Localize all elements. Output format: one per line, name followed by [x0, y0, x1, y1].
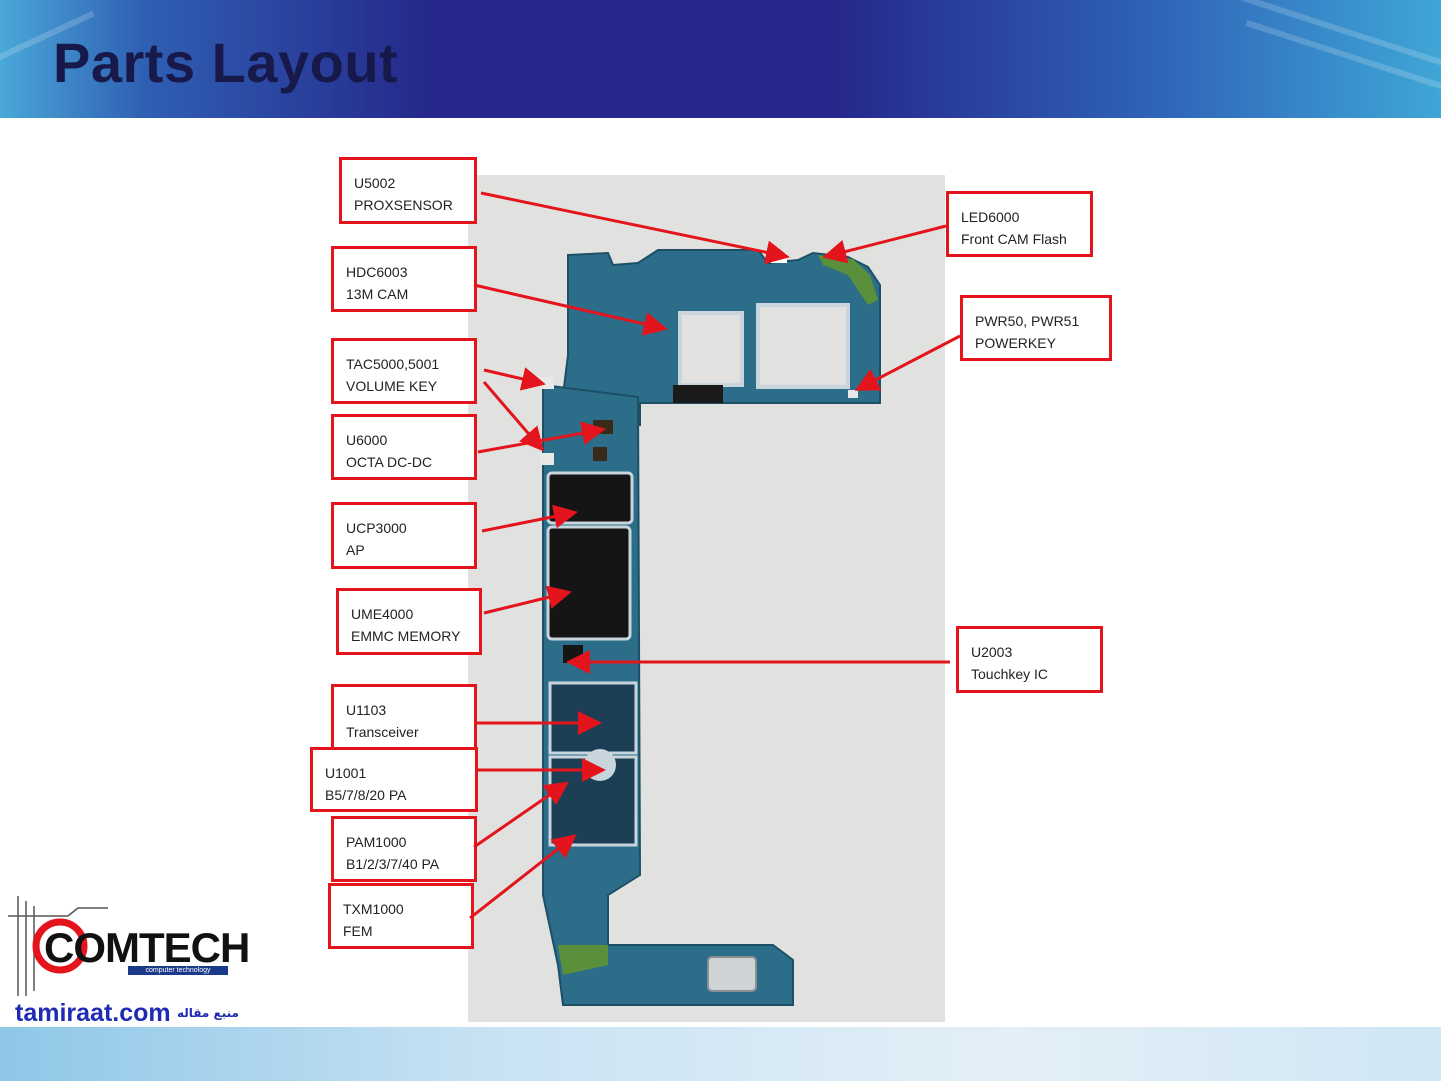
logo-text: COMTECH	[44, 924, 250, 971]
cam-cutout	[756, 303, 850, 389]
source-label: منبع مقاله	[177, 1006, 239, 1020]
usb-port	[707, 956, 757, 992]
callout-u6000: U6000 OCTA DC-DC	[331, 414, 477, 480]
callout-part: UME4000	[351, 606, 414, 622]
callout-tac5000: TAC5000,5001 VOLUME KEY	[331, 338, 477, 404]
arrow-u5002	[480, 191, 790, 265]
arrow-ume4000	[483, 585, 572, 615]
callout-part: TXM1000	[343, 901, 404, 917]
arrow-tac5000-b	[482, 381, 544, 452]
arrow-pam1000	[473, 781, 569, 849]
callout-desc: POWERKEY	[975, 335, 1056, 351]
side-key-pad	[540, 453, 554, 465]
callout-part: LED6000	[961, 209, 1020, 225]
site-link[interactable]: tamiraat.com	[15, 999, 171, 1027]
comtech-logo: COMTECH computer technology	[8, 896, 250, 1002]
footer-band	[0, 1027, 1441, 1081]
callout-pwr50: PWR50, PWR51 POWERKEY	[960, 295, 1112, 361]
callout-part: U5002	[354, 175, 396, 191]
callout-led6000: LED6000 Front CAM Flash	[946, 191, 1093, 257]
callout-part: U2003	[971, 644, 1013, 660]
arrow-ucp3000	[481, 504, 578, 533]
arrow-tac5000-a	[483, 367, 546, 391]
callout-desc: VOLUME KEY	[346, 378, 438, 394]
callout-desc: Front CAM Flash	[961, 231, 1067, 247]
callout-u5002: U5002 PROXSENSOR	[339, 157, 477, 224]
callout-ucp3000: UCP3000 AP	[331, 502, 477, 569]
callout-desc: OCTA DC-DC	[346, 454, 433, 470]
callout-desc: B1/2/3/7/40 PA	[346, 856, 440, 872]
pcb-edge	[558, 945, 608, 975]
battery-connector	[673, 385, 723, 403]
header-banner	[0, 0, 1441, 118]
arrow-led6000	[822, 224, 947, 264]
callout-desc: Touchkey IC	[971, 666, 1049, 682]
logo-tagline: computer technology	[128, 966, 228, 975]
callout-part: U6000	[346, 432, 388, 448]
component	[593, 447, 607, 461]
power-key-pad	[848, 390, 858, 398]
callout-part: U1001	[325, 765, 367, 781]
callout-desc: FEM	[343, 923, 373, 939]
circuit-graphic	[8, 896, 108, 996]
callout-part: PAM1000	[346, 834, 407, 850]
callout-part: U1103	[346, 702, 387, 718]
callout-ume4000: UME4000 EMMC MEMORY	[336, 588, 482, 655]
arrow-hdc6003	[473, 283, 668, 336]
callout-desc: 13M CAM	[346, 286, 409, 302]
arrow-txm1000	[469, 834, 577, 920]
callout-hdc6003: HDC6003 13M CAM	[331, 246, 477, 312]
arrow-pwr50	[854, 334, 961, 391]
callout-pam1000: PAM1000 B1/2/3/7/40 PA	[331, 816, 477, 882]
callout-u1001: U1001 B5/7/8/20 PA	[310, 747, 478, 812]
callout-desc: PROXSENSOR	[354, 197, 453, 213]
page-title: Parts Layout	[53, 31, 399, 94]
callout-part: TAC5000,5001	[346, 356, 440, 372]
callout-desc: Transceiver	[346, 724, 419, 740]
arrow-u6000	[477, 421, 606, 454]
callout-u2003: U2003 Touchkey IC	[956, 626, 1103, 693]
rf-shield	[548, 681, 638, 755]
callout-desc: B5/7/8/20 PA	[325, 787, 407, 803]
callout-desc: AP	[346, 542, 365, 558]
callout-part: UCP3000	[346, 520, 407, 536]
callout-part: HDC6003	[346, 264, 408, 280]
memory-chip	[546, 525, 632, 641]
callout-part: PWR50, PWR51	[975, 313, 1080, 329]
callout-desc: EMMC MEMORY	[351, 628, 461, 644]
pcb-edge	[818, 255, 878, 305]
